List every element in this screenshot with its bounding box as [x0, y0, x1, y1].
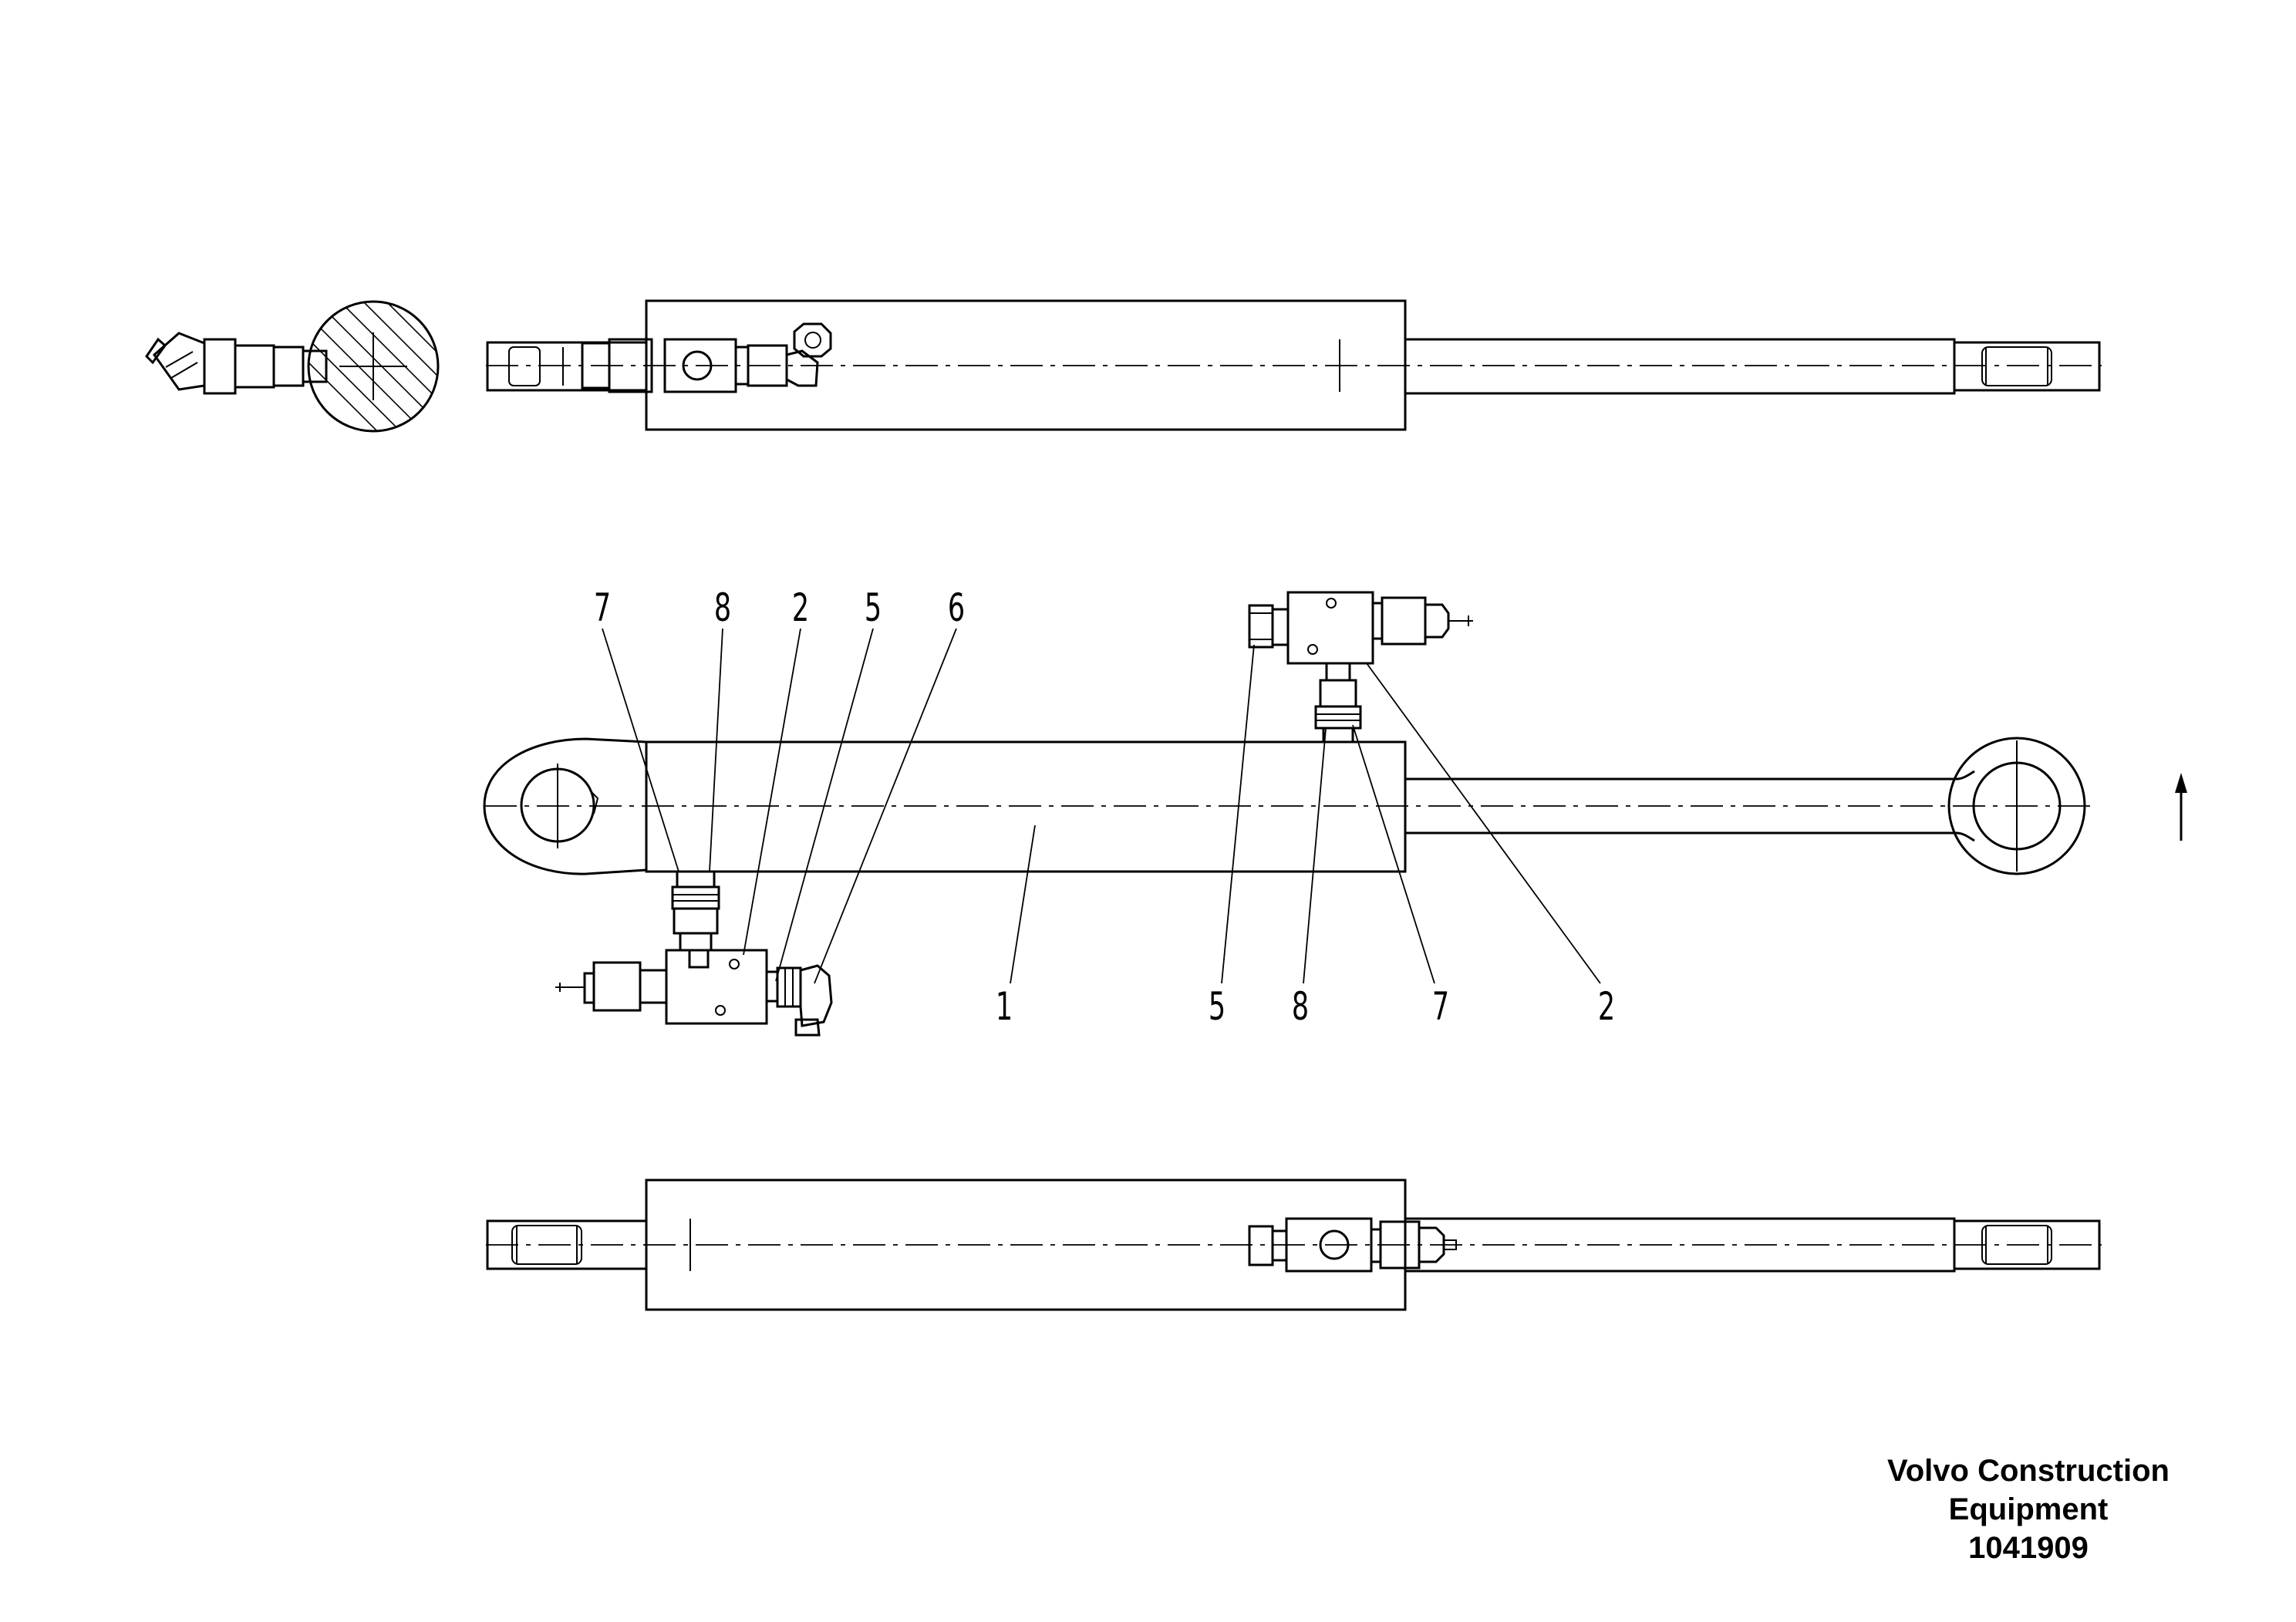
company-name-line2: Equipment: [1948, 1492, 2109, 1526]
valve-block-top: [581, 322, 832, 393]
callout-1: 1: [996, 985, 1013, 1030]
right-eye-edge: [1953, 341, 2101, 392]
bottom-view: [486, 1179, 2102, 1311]
leader-lines: [602, 628, 1601, 984]
piston-rod: [1404, 338, 1956, 395]
lower-valve-assembly: [555, 870, 833, 1037]
callout-8: 8: [714, 586, 731, 631]
title-block: Volvo Construction Equipment 1041909: [1774, 1452, 2283, 1567]
callout-7: 7: [594, 586, 611, 631]
sensor-fitting-side: [145, 332, 328, 395]
callout-6: 6: [948, 586, 965, 631]
top-view: [145, 299, 2102, 433]
drawing-number: 1041909: [1968, 1531, 2089, 1565]
callout-2: 2: [792, 586, 809, 631]
callout-8-right: 8: [1292, 985, 1309, 1030]
callout-5: 5: [865, 586, 882, 631]
rod-cross-section: [307, 300, 440, 433]
callout-7-right: 7: [1432, 985, 1449, 1030]
callout-5-right: 5: [1209, 985, 1226, 1030]
piston-rod-side: [1405, 770, 1975, 842]
company-name-line1: Volvo Construction: [1887, 1454, 2170, 1488]
callout-2-right: 2: [1598, 985, 1615, 1030]
up-arrow-icon: [2175, 773, 2187, 841]
cylinder-barrel-side: [645, 740, 1407, 873]
upper-valve-assembly: [1248, 591, 1473, 744]
left-eye-edge: [486, 341, 648, 392]
middle-view: 7 8 2 5 6 1 5 8 7 2: [483, 586, 2187, 1037]
